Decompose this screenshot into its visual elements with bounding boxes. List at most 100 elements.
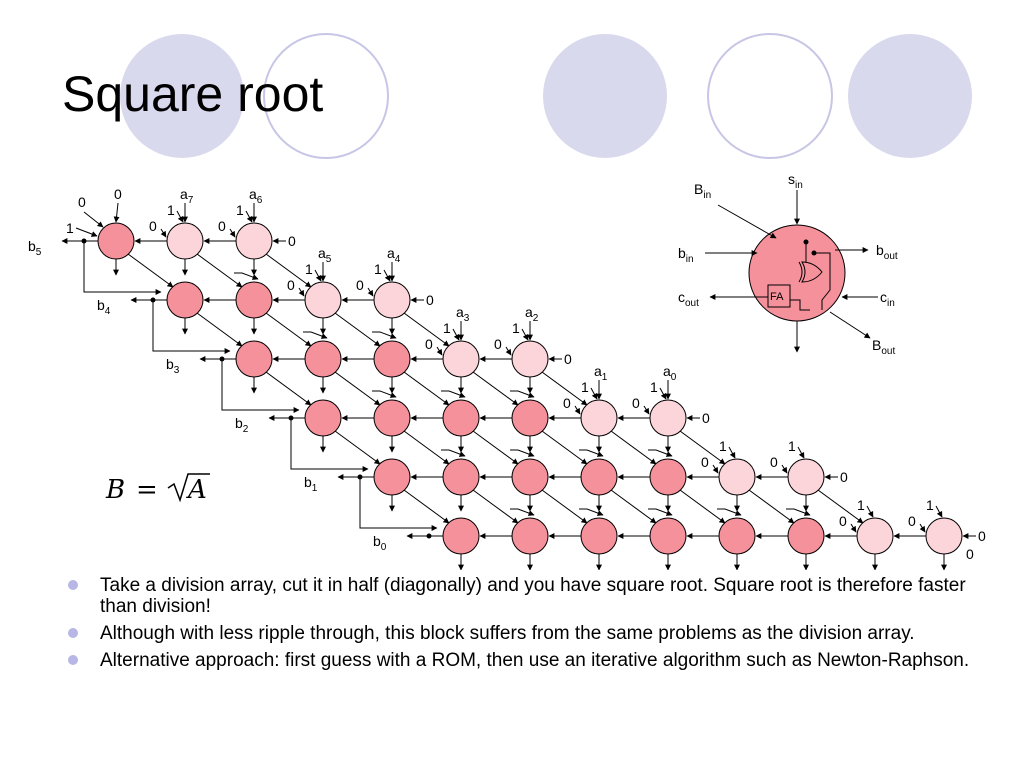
bullet-item: Take a division array, cut it in half (d… — [64, 575, 984, 617]
sum-wire — [334, 430, 381, 465]
carry-in-zero-label: 0 — [978, 528, 986, 544]
formula-equals: = — [136, 475, 158, 505]
bullet-text: Alternative approach: first guess with a… — [100, 650, 970, 671]
xor-gate-arc — [798, 261, 803, 283]
cell-dark — [511, 517, 549, 555]
B-in-wire — [717, 204, 777, 239]
output-label: b2 — [235, 415, 249, 435]
sum-wire — [679, 430, 726, 465]
detail-B-in-label: Bin — [694, 181, 711, 201]
cell-dark — [166, 281, 204, 319]
detail-c-in-label: cin — [880, 289, 895, 309]
cell-dark — [373, 399, 411, 437]
loop-wire — [441, 390, 466, 398]
input-one-label: 1 — [857, 497, 865, 513]
carry-in-zero-label: 0 — [840, 469, 848, 485]
input-one-label: 1 — [719, 438, 727, 454]
loop-wire — [510, 449, 535, 457]
top-input-label: a6 — [249, 186, 263, 206]
top-input-label: a1 — [594, 363, 608, 383]
input-wire — [367, 287, 374, 297]
junction-dot — [803, 239, 809, 245]
sum-wire — [403, 430, 450, 465]
input-zero-label: 0 — [218, 218, 226, 234]
formula-lhs: B — [105, 475, 125, 505]
first-cell-one-label: 1 — [66, 220, 74, 236]
sum-wire — [127, 253, 174, 288]
input-wire — [452, 328, 460, 341]
input-wire — [850, 523, 857, 533]
feedback-wire — [83, 241, 162, 295]
input-wire — [113, 202, 120, 223]
input-zero-label: 0 — [563, 395, 571, 411]
sum-wire — [748, 489, 795, 524]
top-input-label: a0 — [663, 363, 677, 383]
sum-wire — [541, 489, 588, 524]
feedback-wire — [290, 418, 369, 472]
input-wire — [590, 387, 598, 400]
loop-wire — [510, 508, 535, 516]
sum-wire — [403, 371, 450, 406]
input-one-label: 1 — [236, 202, 244, 218]
cell-dark — [511, 399, 549, 437]
top-input-label: a2 — [525, 304, 539, 324]
input-zero-label: 0 — [770, 454, 778, 470]
sum-wire — [817, 489, 864, 524]
bullet-icon — [68, 655, 78, 665]
output-label: b0 — [373, 533, 387, 553]
output-label: b4 — [97, 297, 111, 317]
loop-wire — [303, 331, 328, 339]
input-one-label: 1 — [512, 320, 520, 336]
feedback-wire — [152, 300, 231, 354]
input-zero-label: 0 — [839, 513, 847, 529]
input-zero-label: 0 — [701, 454, 709, 470]
cell-dark — [373, 340, 411, 378]
carry-in-zero-label: 0 — [564, 351, 572, 367]
sum-wire — [196, 312, 243, 347]
slide-title: Square root — [62, 66, 324, 122]
input-one-label: 1 — [305, 261, 313, 277]
input-wire — [728, 446, 736, 459]
sum-wire — [265, 253, 312, 288]
feedback-wire — [221, 359, 300, 413]
input-one-label: 1 — [443, 320, 451, 336]
B-out-wire — [829, 311, 871, 339]
input-wire — [643, 405, 650, 415]
sum-wire — [334, 371, 381, 406]
fa-box — [767, 284, 791, 308]
loop-wire — [372, 331, 397, 339]
input-wire — [659, 387, 667, 400]
input-wire — [505, 346, 512, 356]
input-one-label: 1 — [650, 379, 658, 395]
sum-wire — [403, 312, 450, 347]
input-wire — [797, 446, 805, 459]
cell-dark — [97, 222, 135, 260]
loop-wire — [579, 508, 604, 516]
top-input-label: a5 — [318, 245, 332, 265]
input-zero-label: 0 — [287, 277, 295, 293]
carry-in-zero-label: 0 — [426, 292, 434, 308]
loop-wire — [441, 449, 466, 457]
cell-light — [304, 281, 342, 319]
cell-light — [442, 340, 480, 378]
detail-c-out-label: cout — [678, 289, 699, 309]
loop-wire — [717, 508, 742, 516]
cell-dark — [580, 517, 618, 555]
top-input-label: a7 — [180, 186, 194, 206]
loop-wire — [510, 390, 535, 398]
input-wire — [229, 228, 236, 238]
sum-wire — [265, 371, 312, 406]
input-one-label: 1 — [167, 202, 175, 218]
input-wire — [383, 269, 391, 282]
cell-light — [649, 399, 687, 437]
input-wire — [298, 287, 305, 297]
sum-wire — [610, 489, 657, 524]
input-one-label: 1 — [788, 438, 796, 454]
output-label: b3 — [166, 356, 180, 376]
final-zero-label: 0 — [966, 546, 974, 562]
input-wire — [160, 228, 167, 238]
sum-wire — [472, 371, 519, 406]
detail-B-out-label: Bout — [872, 337, 895, 357]
